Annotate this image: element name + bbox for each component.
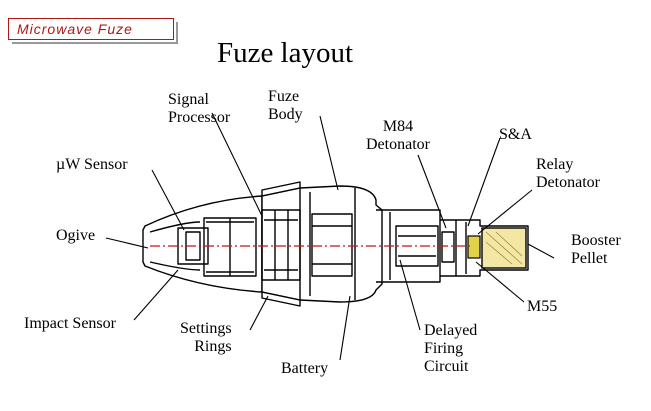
label-m55: M55: [527, 298, 558, 315]
label-ogive: Ogive: [56, 227, 96, 244]
diagram-title: Fuze layout: [216, 37, 354, 69]
fuze-body-shape: [261, 185, 383, 303]
label-impact-sensor: Impact Sensor: [24, 315, 116, 332]
label-battery: Battery: [281, 360, 329, 377]
ogive-shape: [142, 195, 263, 293]
microwave-fuze-badge: Microwave Fuze: [8, 18, 178, 44]
label-s-and-a: S&A: [499, 126, 532, 143]
label-uw-sensor: µW Sensor: [56, 156, 128, 173]
relay-detonator-shape: [467, 235, 481, 259]
